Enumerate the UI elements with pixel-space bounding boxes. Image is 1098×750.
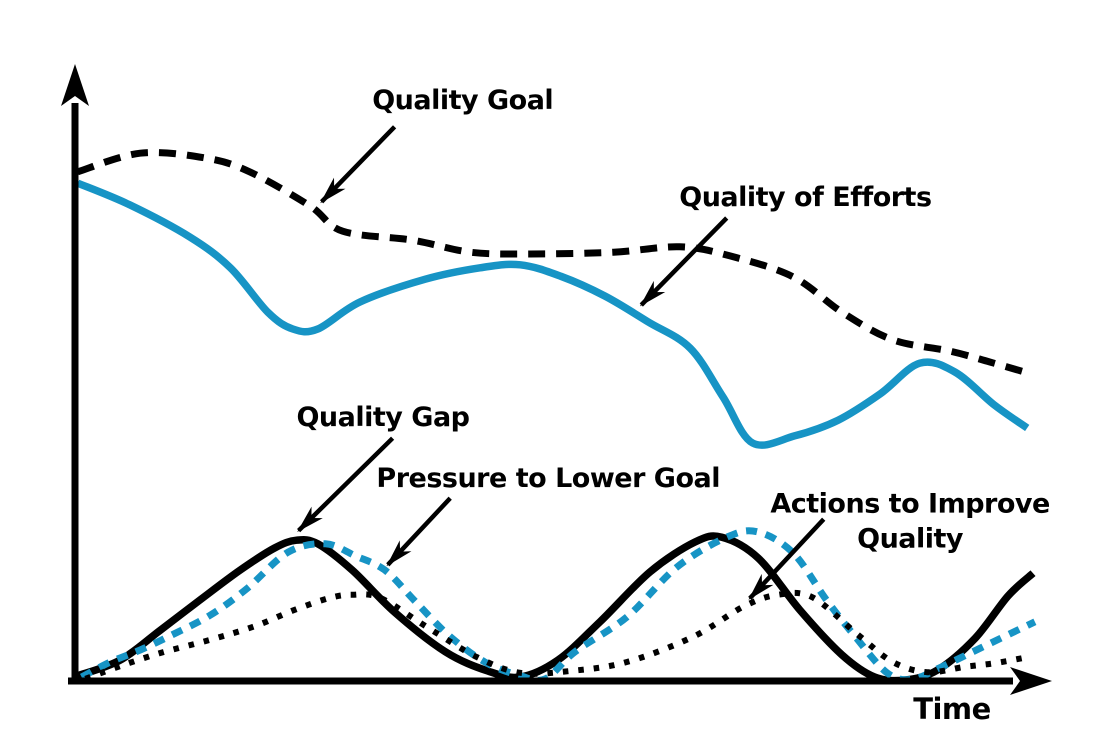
quality-goal-pointer-arrow [319, 125, 397, 204]
x-axis-label: Time [913, 692, 991, 726]
curves-layer [76, 149, 1037, 685]
quality-of-efforts-pointer-arrow [639, 216, 729, 307]
quality-goal-label: Quality Goal [372, 85, 553, 116]
annotation-quality-goal: Quality Goal [319, 85, 554, 204]
curve-actions-to-improve-quality [84, 589, 1028, 682]
quality-gap-label: Quality Gap [296, 402, 469, 433]
pressure-to-lower-goal-label: Pressure to Lower Goal [376, 463, 720, 494]
curve-pressure-to-lower-goal [79, 527, 1037, 684]
curve-quality-of-efforts [76, 179, 1030, 449]
pressure-to-lower-goal-pointer-arrow [386, 496, 452, 567]
actions-to-improve-quality-pointer-arrow [748, 517, 826, 600]
annotation-pressure-to-lower-goal: Pressure to Lower Goal [376, 463, 720, 567]
annotation-quality-of-efforts: Quality of Efforts [639, 182, 932, 307]
quality-of-efforts-label: Quality of Efforts [679, 182, 931, 213]
curve-quality-gap [76, 532, 1036, 685]
quality-gap-pointer-arrow [297, 436, 395, 533]
annotation-quality-gap: Quality Gap [296, 402, 470, 533]
curve-quality-goal [76, 149, 1027, 376]
